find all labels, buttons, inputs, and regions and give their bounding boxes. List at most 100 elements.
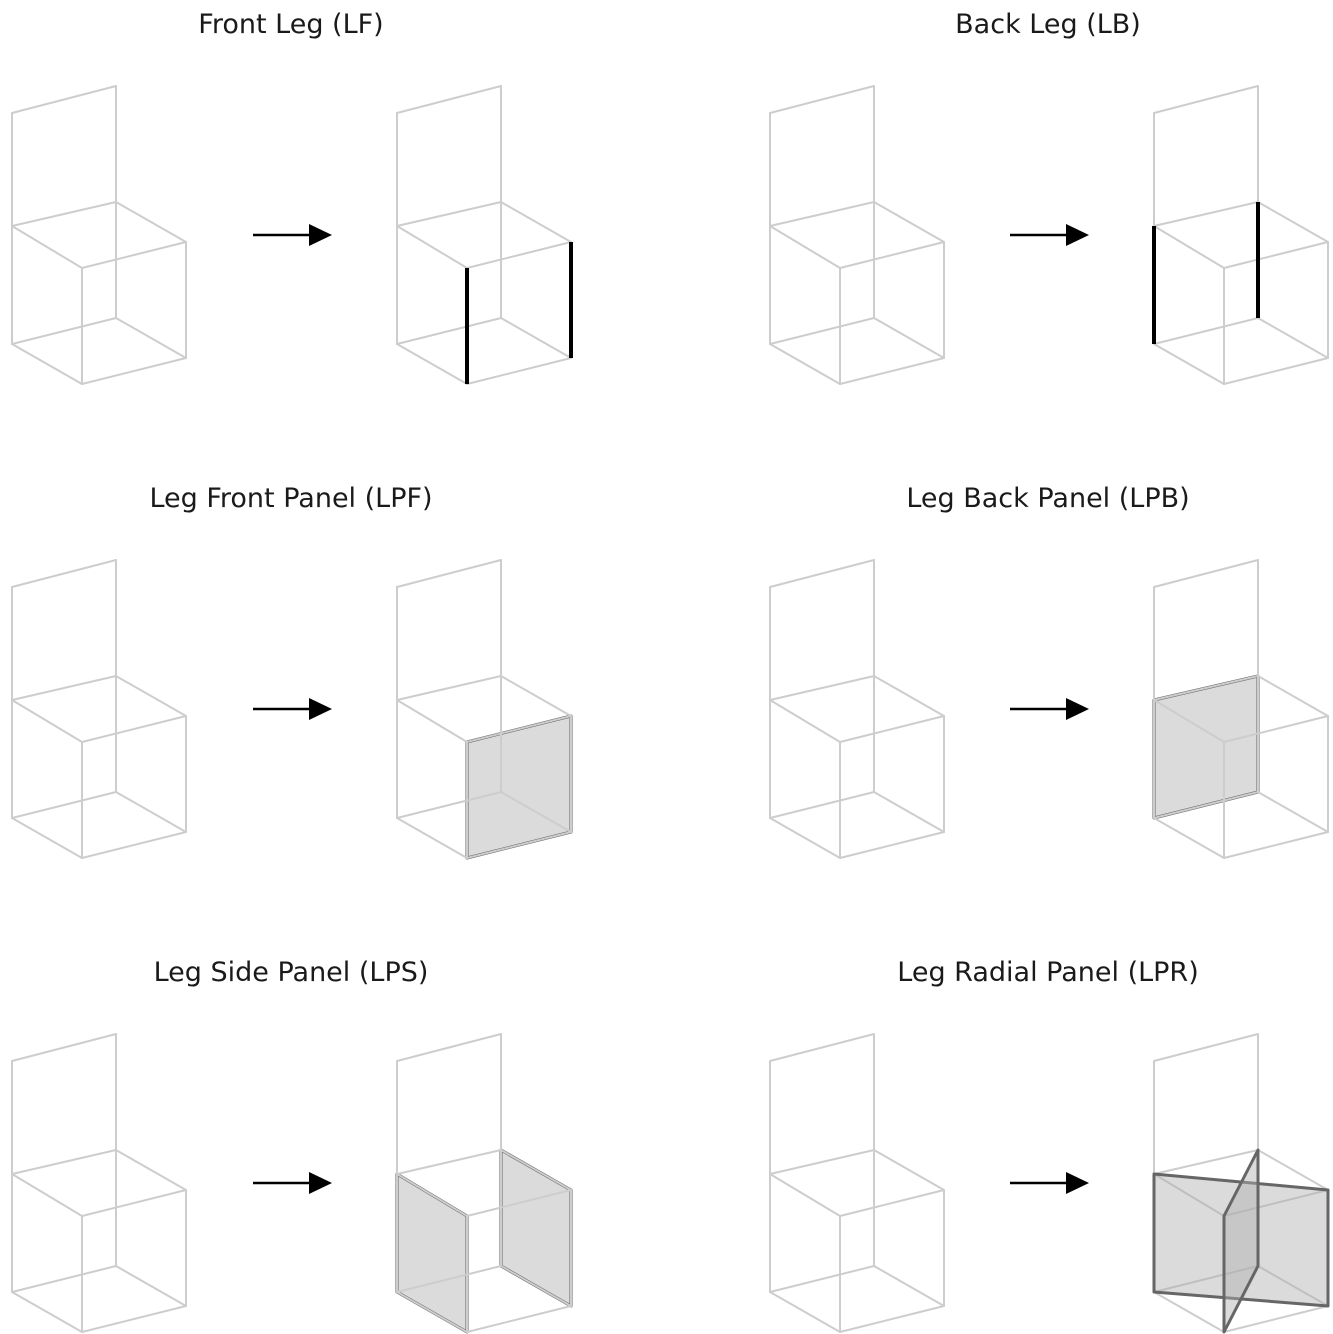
chair-frame — [11, 559, 187, 859]
frame-edge — [1257, 1149, 1329, 1191]
frame-edge — [81, 831, 187, 859]
frame-edge — [769, 85, 875, 114]
frame-edge — [115, 791, 187, 833]
panel-title-leg-side-panel: Leg Side Panel (LPS) — [154, 957, 429, 988]
panel-title-leg-front-panel: Leg Front Panel (LPF) — [149, 483, 432, 514]
frame-edge — [396, 317, 502, 345]
panel-leg-back-panel: Leg Back Panel (LPB) — [769, 483, 1329, 859]
frame-edge — [1257, 675, 1329, 717]
panel-title-back-leg: Back Leg (LB) — [955, 9, 1141, 40]
frame-edge — [1153, 317, 1259, 345]
frame-edge — [115, 201, 187, 243]
arrow-icon — [253, 1172, 332, 1194]
frame-edge — [769, 1173, 841, 1217]
panel-title-front-leg: Front Leg (LF) — [198, 9, 383, 40]
frame-edge — [873, 1265, 945, 1307]
frame-edge — [839, 241, 945, 269]
frame-edge — [1223, 715, 1329, 743]
chair-frame — [769, 85, 945, 385]
frame-edge — [396, 1033, 502, 1062]
frame-edge — [839, 357, 945, 385]
frame-edge — [1257, 201, 1329, 243]
chair-after — [1152, 1033, 1330, 1334]
frame-edge — [839, 831, 945, 859]
frame-edge — [396, 791, 502, 819]
chair-frame — [396, 85, 572, 385]
frame-edge — [11, 1265, 117, 1293]
arrow-head — [1066, 224, 1089, 246]
chair-after — [1152, 559, 1329, 859]
frame-edge — [873, 675, 945, 717]
frame-edge — [11, 85, 117, 114]
leg-side-panel-left — [395, 1172, 469, 1334]
frame-edge — [115, 675, 187, 717]
frame-edge — [396, 1149, 502, 1175]
frame-edge — [500, 201, 572, 243]
chair-frame — [396, 1033, 572, 1333]
frame-edge — [1153, 1173, 1225, 1217]
frame-edge — [1257, 1265, 1329, 1307]
chair-before — [769, 559, 945, 859]
panel-title-leg-radial-panel: Leg Radial Panel (LPR) — [897, 957, 1198, 988]
frame-edge — [769, 791, 875, 819]
frame-edge — [396, 1291, 468, 1333]
frame-edge — [11, 559, 117, 588]
arrow-icon — [253, 224, 332, 246]
frame-edge — [873, 791, 945, 833]
arrow-head — [309, 224, 332, 246]
frame-edge — [11, 343, 83, 385]
frame-edge — [769, 1149, 875, 1175]
frame-edge — [873, 317, 945, 359]
chair-frame — [769, 559, 945, 859]
frame-edge — [1153, 85, 1259, 114]
frame-edge — [500, 791, 572, 833]
chair-before — [11, 559, 187, 859]
frame-edge — [500, 1265, 572, 1307]
frame-edge — [1153, 559, 1259, 588]
arrow-icon — [1010, 224, 1089, 246]
frame-edge — [1223, 1305, 1329, 1333]
frame-edge — [769, 1033, 875, 1062]
frame-edge — [769, 817, 841, 859]
panel-front-leg: Front Leg (LF) — [11, 9, 573, 385]
frame-edge — [11, 1291, 83, 1333]
frame-edge — [1153, 1265, 1259, 1293]
chair-after — [395, 1033, 573, 1334]
frame-edge — [1257, 791, 1329, 833]
frame-edge — [1223, 357, 1329, 385]
frame-edge — [500, 1149, 572, 1191]
frame-edge — [1153, 1149, 1259, 1175]
frame-edge — [81, 1305, 187, 1333]
frame-edge — [1153, 817, 1225, 859]
frame-edge — [115, 1149, 187, 1191]
frame-edge — [873, 1149, 945, 1191]
chair-frame — [769, 1033, 945, 1333]
chair-after — [396, 85, 573, 385]
leg-side-panel-right — [499, 1148, 573, 1308]
frame-edge — [769, 201, 875, 227]
frame-edge — [115, 1265, 187, 1307]
frame-edge — [11, 817, 83, 859]
chair-frame — [11, 85, 187, 385]
frame-edge — [839, 1189, 945, 1217]
frame-edge — [1153, 201, 1259, 227]
frame-edge — [11, 225, 83, 269]
frame-edge — [769, 675, 875, 701]
frame-edge — [839, 715, 945, 743]
frame-edge — [1153, 675, 1259, 701]
frame-edge — [11, 675, 117, 701]
chair-before — [769, 85, 945, 385]
frame-edge — [466, 1189, 572, 1217]
frame-edge — [396, 675, 502, 701]
frame-edge — [466, 241, 572, 269]
frame-edge — [396, 1173, 468, 1217]
frame-edge — [769, 559, 875, 588]
chair-frame — [1153, 559, 1329, 859]
chair-after — [1152, 85, 1329, 385]
frame-edge — [396, 225, 468, 269]
frame-edge — [769, 225, 841, 269]
frame-edge — [1257, 317, 1329, 359]
frame-edge — [81, 1189, 187, 1217]
frame-edge — [396, 85, 502, 114]
panel-leg-radial-panel: Leg Radial Panel (LPR) — [769, 957, 1330, 1334]
